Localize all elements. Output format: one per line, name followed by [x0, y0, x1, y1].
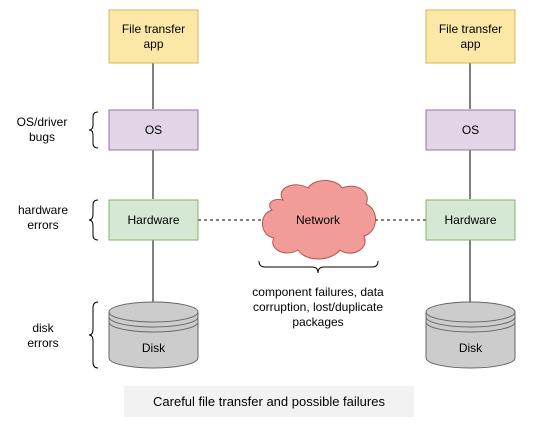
right-disk-cylinder	[425, 301, 516, 369]
disk-errors-label: disk errors	[27, 321, 59, 350]
caption: Careful file transfer and possible failu…	[124, 386, 414, 417]
brace-os-driver-bugs	[88, 111, 99, 149]
left-hardware-label: Hardware	[127, 212, 180, 227]
right-os-label: OS	[461, 122, 480, 137]
os-driver-bugs-label: OS/driver bugs	[16, 115, 68, 144]
left-disk-cylinder	[108, 301, 199, 369]
hardware-errors-label: hardware errors	[17, 203, 69, 232]
brace-hardware-errors	[88, 199, 99, 241]
left-disk-label: Disk	[141, 340, 166, 355]
right-hardware-box	[425, 199, 516, 241]
brace-network-failures	[258, 260, 379, 274]
right-app-label: File transfer app	[438, 21, 503, 51]
right-hardware-label: Hardware	[444, 212, 497, 227]
right-disk-label: Disk	[458, 340, 483, 355]
left-os-label: OS	[144, 122, 163, 137]
right-os-box	[425, 109, 516, 151]
network-failures-label: component failures, data corruption, los…	[252, 285, 384, 329]
right-app-box	[425, 9, 516, 64]
left-app-box	[108, 9, 199, 64]
brace-disk-errors	[88, 301, 99, 369]
left-hardware-box	[108, 199, 199, 241]
network-label: Network	[295, 212, 340, 227]
left-os-box	[108, 109, 199, 151]
network-cloud	[262, 180, 376, 260]
left-app-label: File transfer app	[121, 21, 186, 51]
